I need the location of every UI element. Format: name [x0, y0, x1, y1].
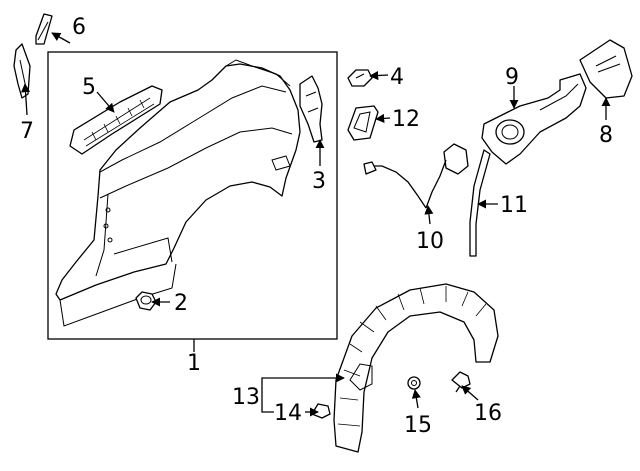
callout-14: 14: [274, 401, 302, 426]
callout-10: 10: [416, 229, 444, 254]
leader-13b: [261, 396, 274, 413]
plug-part: [135, 291, 157, 311]
small-bracket-part: [35, 13, 53, 45]
nut-part: [407, 376, 421, 390]
callout-4: 4: [390, 65, 404, 90]
wheel-liner-part: [333, 283, 499, 453]
callout-8: 8: [599, 123, 613, 148]
release-cable-part: [363, 143, 469, 209]
leader-16: [461, 385, 479, 401]
callout-12: 12: [392, 107, 420, 132]
callout-11: 11: [500, 193, 528, 218]
callout-labels: 6 7 5 3 4 12 9 8 10 11 2 1 13 14 15 16: [20, 15, 613, 438]
callout-7: 7: [20, 119, 34, 144]
callout-15: 15: [404, 413, 432, 438]
grommet-part: [347, 69, 373, 87]
leader-5: [96, 91, 115, 113]
callout-3: 3: [312, 169, 326, 194]
leader-7: [20, 83, 31, 116]
leader-10: [424, 205, 434, 225]
bolt-part: [451, 371, 471, 393]
filler-door-part: [579, 39, 633, 99]
liner-clip-part: [311, 403, 331, 419]
seal-part: [347, 105, 379, 141]
leader-lines: [20, 32, 611, 417]
drain-hose-part: [469, 149, 491, 257]
callout-2: 2: [174, 291, 188, 316]
leader-4: [369, 71, 389, 81]
tall-bracket-part: [13, 43, 31, 99]
quarter-panel-part: [55, 59, 301, 327]
callout-9: 9: [505, 65, 519, 90]
filler-housing-part: [481, 73, 587, 165]
leader-13a: [261, 373, 345, 396]
leader-15: [411, 389, 421, 409]
callout-13: 13: [232, 385, 260, 410]
callout-5: 5: [82, 75, 96, 100]
leader-6: [51, 32, 71, 44]
callout-1: 1: [187, 351, 201, 376]
callout-16: 16: [474, 401, 502, 426]
quarter-panel-group-frame: [47, 51, 338, 340]
callout-6: 6: [72, 15, 86, 40]
leader-12: [375, 113, 391, 123]
bracket-part: [299, 75, 323, 143]
inner-rail-part: [69, 85, 163, 155]
